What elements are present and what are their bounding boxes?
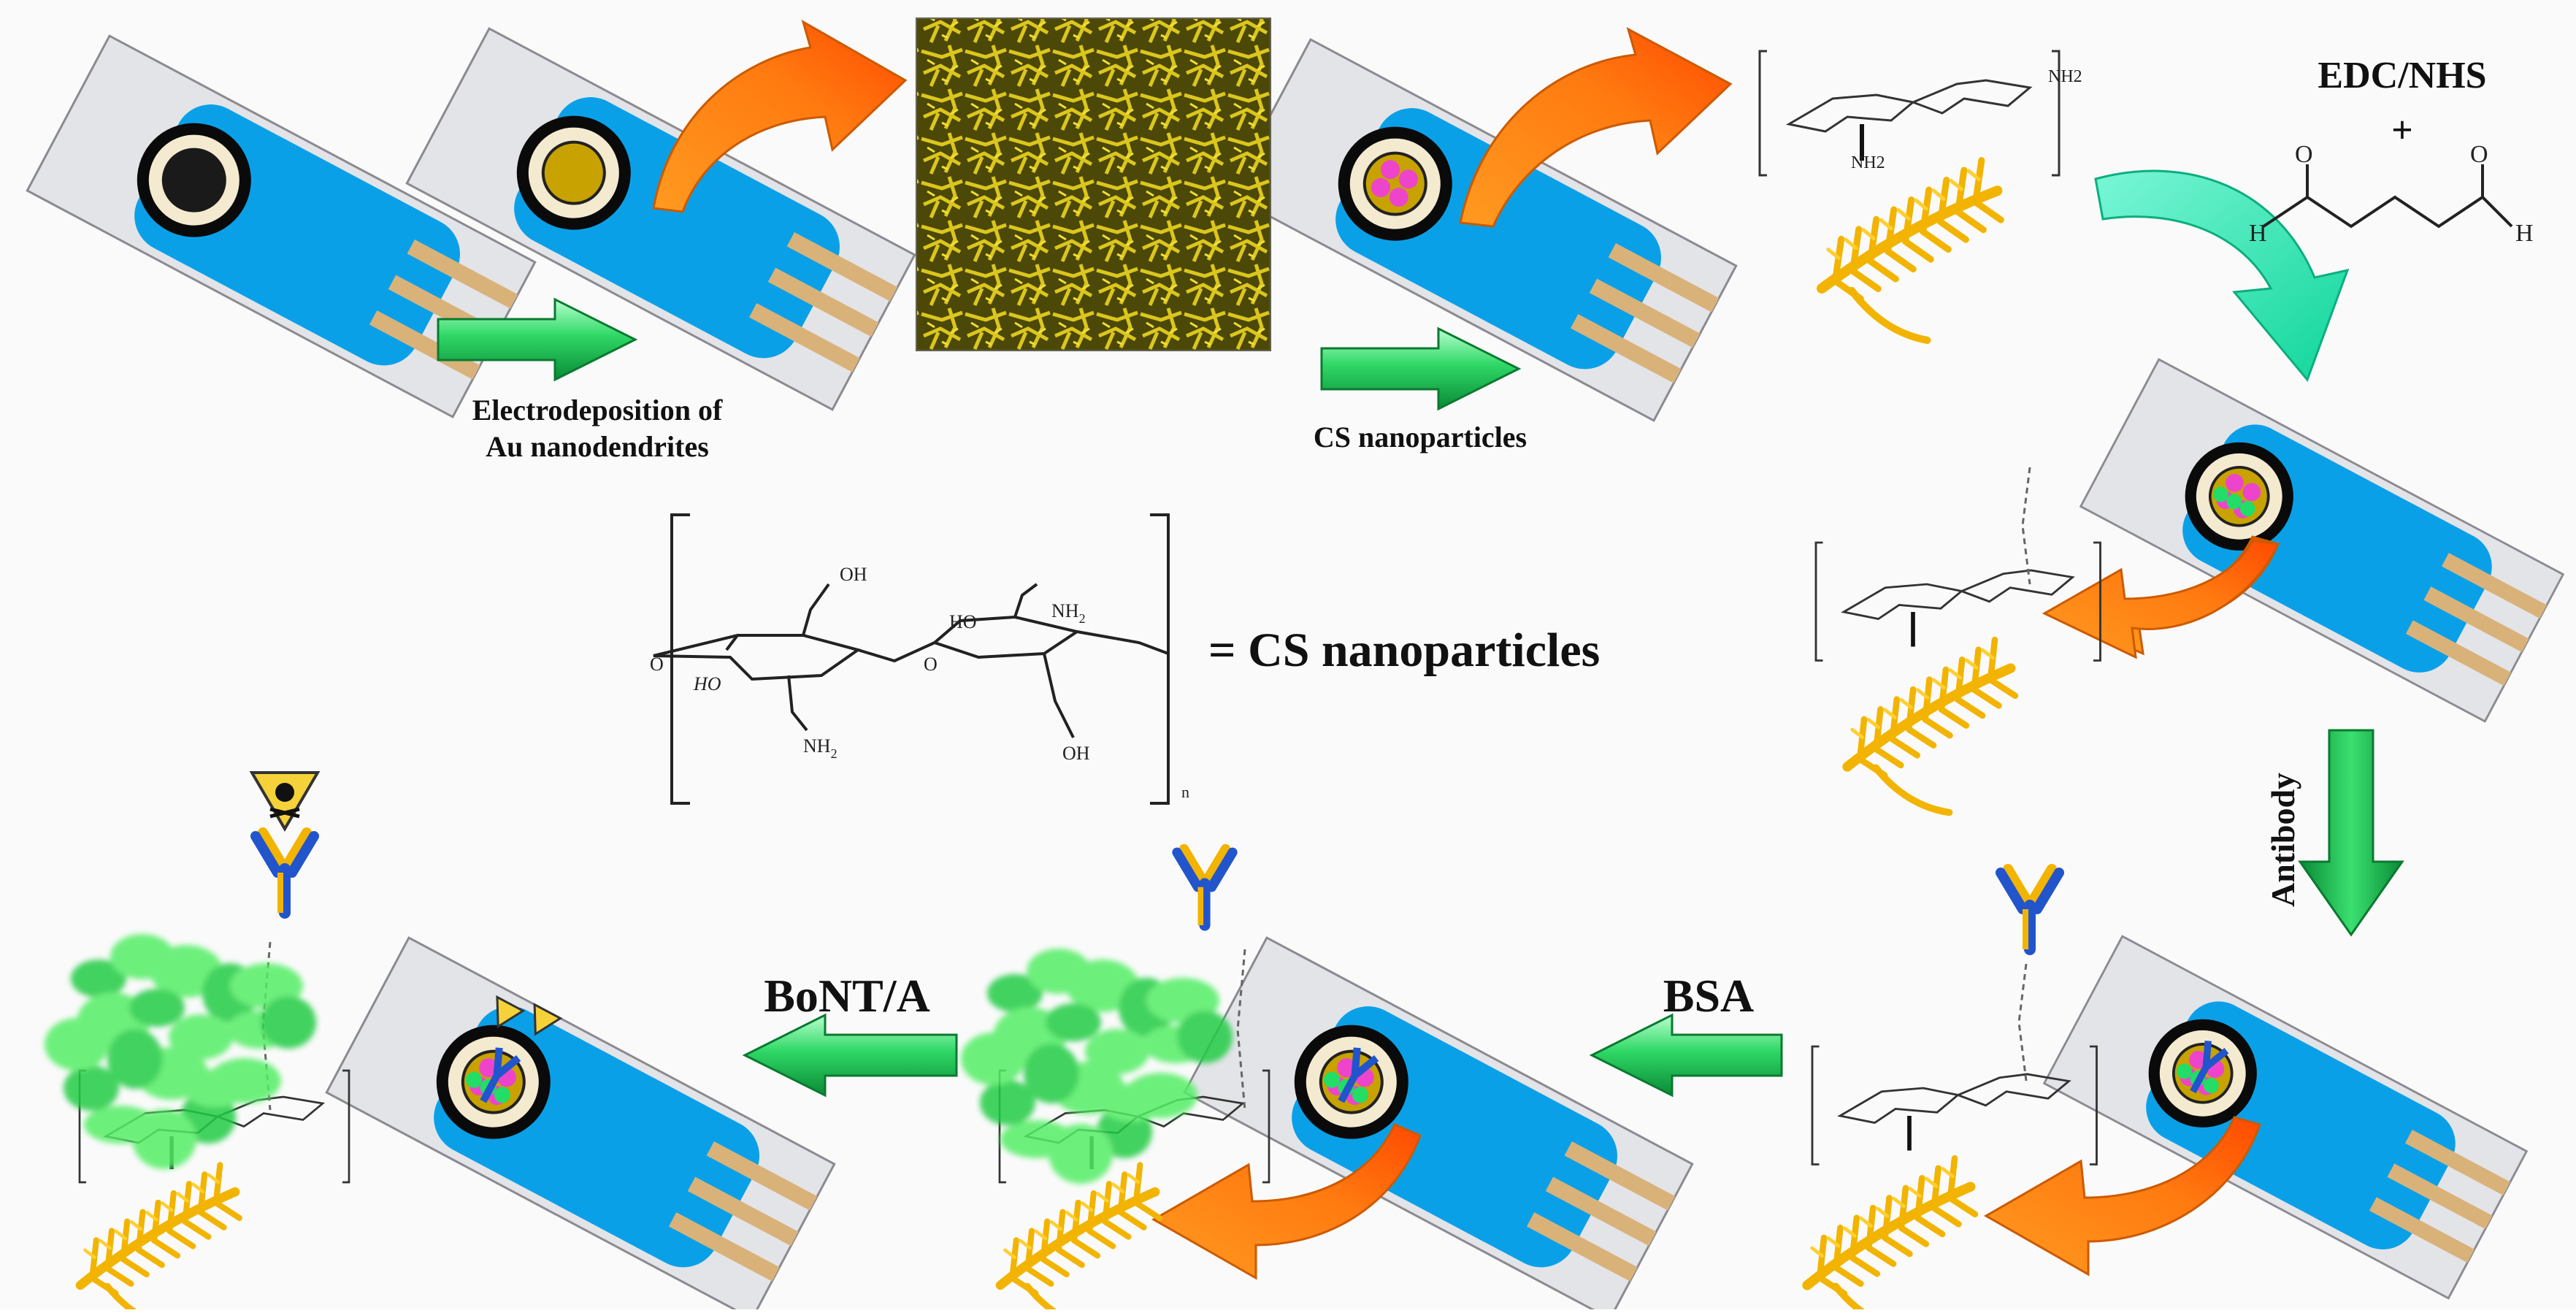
- antibody-icon: [2190, 1040, 2229, 1094]
- nh2-label: NH2: [2048, 67, 2082, 86]
- label-cs-equals: = CS nanoparticles: [1208, 624, 1600, 677]
- chitosan-structure: [653, 513, 1170, 805]
- linker-particle: [494, 1087, 510, 1103]
- arrow-step2: [1320, 326, 1522, 411]
- antibody-bont-step: [1172, 843, 1238, 931]
- antibody-icon: [1338, 1047, 1379, 1103]
- dendrite-edc: [1842, 636, 2019, 816]
- curved-arrow-teal: [2094, 169, 2350, 382]
- svg-text:HO: HO: [949, 611, 977, 632]
- label-antibody: Antibody: [2264, 773, 2301, 907]
- arrow-antibody: [2298, 729, 2404, 937]
- linker-particle: [1324, 1071, 1341, 1088]
- chitosan-labels: OH HO NH2 HO NH2 OH O O n: [650, 564, 1189, 801]
- cs-particle: [2226, 474, 2244, 492]
- label-bont-a: BoNT/A: [764, 970, 930, 1022]
- chitosan-cs: [1758, 50, 2061, 177]
- arrow-bsa: [1589, 1013, 1783, 1098]
- arrow-step1: [437, 297, 638, 382]
- cs-particle: [1371, 177, 1390, 197]
- svg-text:NH2: NH2: [803, 735, 837, 761]
- dendrite-cs: [1817, 157, 2004, 344]
- dendrite-bsa: [1802, 1155, 1979, 1313]
- glutaraldehyde-labels: O O H H: [2249, 141, 2534, 247]
- svg-text:NH2: NH2: [1051, 600, 1086, 626]
- svg-text:H: H: [2249, 220, 2267, 247]
- curved-arrow-edc-main: [2042, 539, 2280, 659]
- bsa-protein-final: [45, 934, 316, 1169]
- svg-text:n: n: [1181, 783, 1189, 801]
- label-electrodeposition-line1: Electrodeposition of: [472, 394, 723, 426]
- au-layer: [1365, 154, 1425, 213]
- sem-image: [916, 18, 1271, 351]
- linker-particle: [2226, 494, 2242, 510]
- bsa-protein-step: [961, 949, 1233, 1184]
- cs-particle: [1381, 160, 1400, 180]
- linker-particle: [2212, 486, 2228, 502]
- linker-bont-step: [1236, 949, 1246, 1111]
- dendrite-bont-nobsa: [995, 1162, 1162, 1313]
- svg-text:O: O: [2295, 141, 2313, 168]
- svg-text:HO: HO: [693, 673, 721, 694]
- svg-text:O: O: [650, 654, 664, 675]
- svg-text:OH: OH: [840, 564, 867, 585]
- cs-particle: [2189, 1051, 2207, 1069]
- au-layer: [544, 143, 603, 202]
- electrode-bont: [325, 936, 836, 1313]
- curved-arrow-cs-to-molecule: [1459, 27, 1733, 228]
- label-cs-nanoparticles-step: CS nanoparticles: [1314, 421, 1527, 453]
- linker-particle: [466, 1071, 483, 1088]
- electrode-bare: [26, 34, 537, 418]
- cs-particle: [479, 1058, 499, 1078]
- hazard-icon: [496, 995, 563, 1036]
- label-plus: +: [2391, 110, 2413, 151]
- curved-arrow-bsa: [1151, 1123, 1422, 1280]
- cs-particle: [1389, 188, 1408, 207]
- label-electrodeposition-line2: Au nanodendrites: [486, 430, 709, 463]
- antibody-bsa-step: [1996, 864, 2064, 955]
- electrode-bsa: [1183, 936, 1694, 1313]
- step-labels: Electrodeposition of Au nanodendrites CS…: [472, 55, 2487, 1022]
- linker-particle: [2176, 1063, 2192, 1079]
- svg-text:H: H: [2515, 220, 2534, 247]
- svg-text:OH: OH: [1062, 743, 1090, 764]
- label-edc-nhs: EDC/NHS: [2318, 55, 2486, 96]
- chitosan-bsa: [1811, 1045, 2098, 1165]
- arrow-layer: [437, 19, 2404, 1280]
- chitosan-edc: [1814, 541, 2101, 662]
- curved-arrow-au-to-sem: [652, 19, 908, 213]
- curved-arrow-antibody: [1983, 1116, 2261, 1276]
- electrode-edc: [2079, 358, 2565, 723]
- svg-text:O: O: [924, 654, 938, 675]
- linker-particle: [2203, 1078, 2219, 1094]
- cs-particle: [1398, 169, 1418, 189]
- label-bsa: BSA: [1663, 970, 1755, 1022]
- cs-particle: [1337, 1058, 1357, 1078]
- nh2-label-2: NH2: [1851, 153, 1885, 172]
- linker-particle: [2239, 501, 2255, 517]
- glutaraldehyde-structure: [2262, 164, 2513, 229]
- hazard-icon-final: [249, 771, 321, 832]
- cs-particle: [2242, 483, 2261, 502]
- arrow-bont: [742, 1013, 958, 1098]
- svg-text:O: O: [2470, 141, 2488, 168]
- electrode-layer: [26, 27, 2565, 1313]
- dendrite-bont: [75, 1162, 242, 1313]
- electrode-antibody: [2042, 935, 2529, 1300]
- electrode-au: [405, 27, 916, 411]
- linker-particle: [1352, 1087, 1368, 1103]
- electrode-cs: [1227, 38, 1738, 422]
- antibody-icon: [480, 1047, 521, 1103]
- antibody-final: [250, 827, 319, 919]
